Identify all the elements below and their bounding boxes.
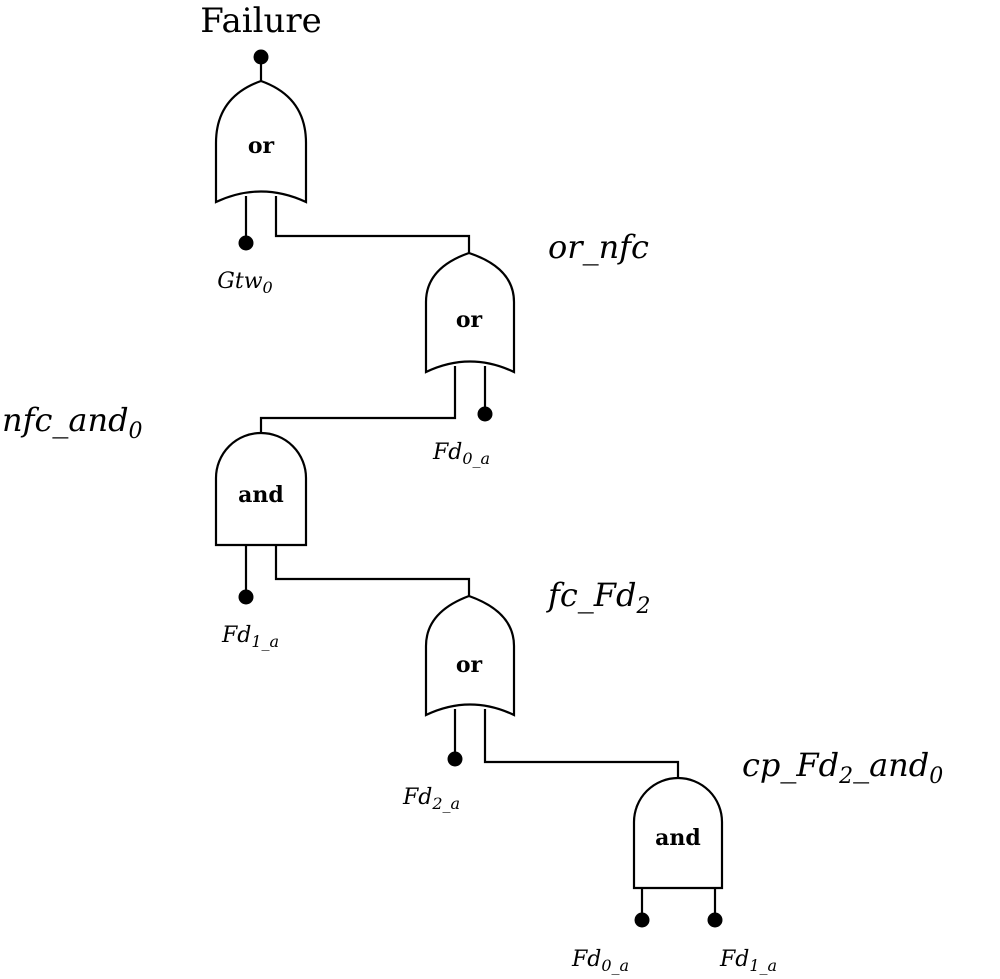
or-gate-2-name: or_nfc (548, 228, 649, 266)
top-event-label: Failure (200, 1, 322, 41)
or-gate-2: or (424, 251, 516, 374)
g4-to-g5-wire (483, 709, 680, 779)
and-gate-3-name: nfc_and0 (2, 401, 143, 444)
fd0a-2-label: Fd0_a (571, 947, 629, 975)
g1-to-g2-wire (274, 196, 471, 254)
fd1a-2-dot (707, 912, 723, 928)
and-gate-5-label: and (655, 825, 701, 851)
or-gate-2-label: or (456, 307, 483, 333)
and-gate-3: and (214, 431, 308, 547)
fd2a-dot (447, 751, 463, 767)
or-gate-4: or (424, 594, 516, 717)
and-gate-3-label: and (238, 482, 284, 508)
and-gate-3-shape (214, 431, 308, 547)
or-gate-1-label: or (248, 133, 275, 159)
fd1a-1-label: Fd1_a (221, 623, 279, 651)
fd0a-2-dot (634, 912, 650, 928)
top-event-dot (253, 49, 269, 65)
or-gate-4-label: or (456, 652, 483, 678)
fd1a-1-dot (238, 589, 254, 605)
or-gate-4-shape (424, 594, 516, 717)
and-gate-5: and (632, 776, 724, 890)
g3-to-g4-wire (274, 545, 471, 597)
g2-to-g3-wire (259, 366, 457, 434)
gtw0-label: Gtw0 (217, 269, 272, 297)
and-gate-5-shape (632, 776, 724, 890)
or-gate-2-shape (424, 251, 516, 374)
fd2a-label: Fd2_a (402, 785, 460, 813)
fd0a-1-dot (477, 406, 493, 422)
or-gate-1: or (214, 79, 308, 204)
or-gate-4-name: fc_Fd2 (546, 576, 650, 619)
gtw0-dot (238, 235, 254, 251)
fd1a-2-label: Fd1_a (719, 947, 777, 975)
or-gate-1-shape (214, 79, 308, 204)
and-gate-5-name: cp_Fd2_and0 (742, 746, 943, 789)
fd0a-1-label: Fd0_a (432, 440, 490, 468)
